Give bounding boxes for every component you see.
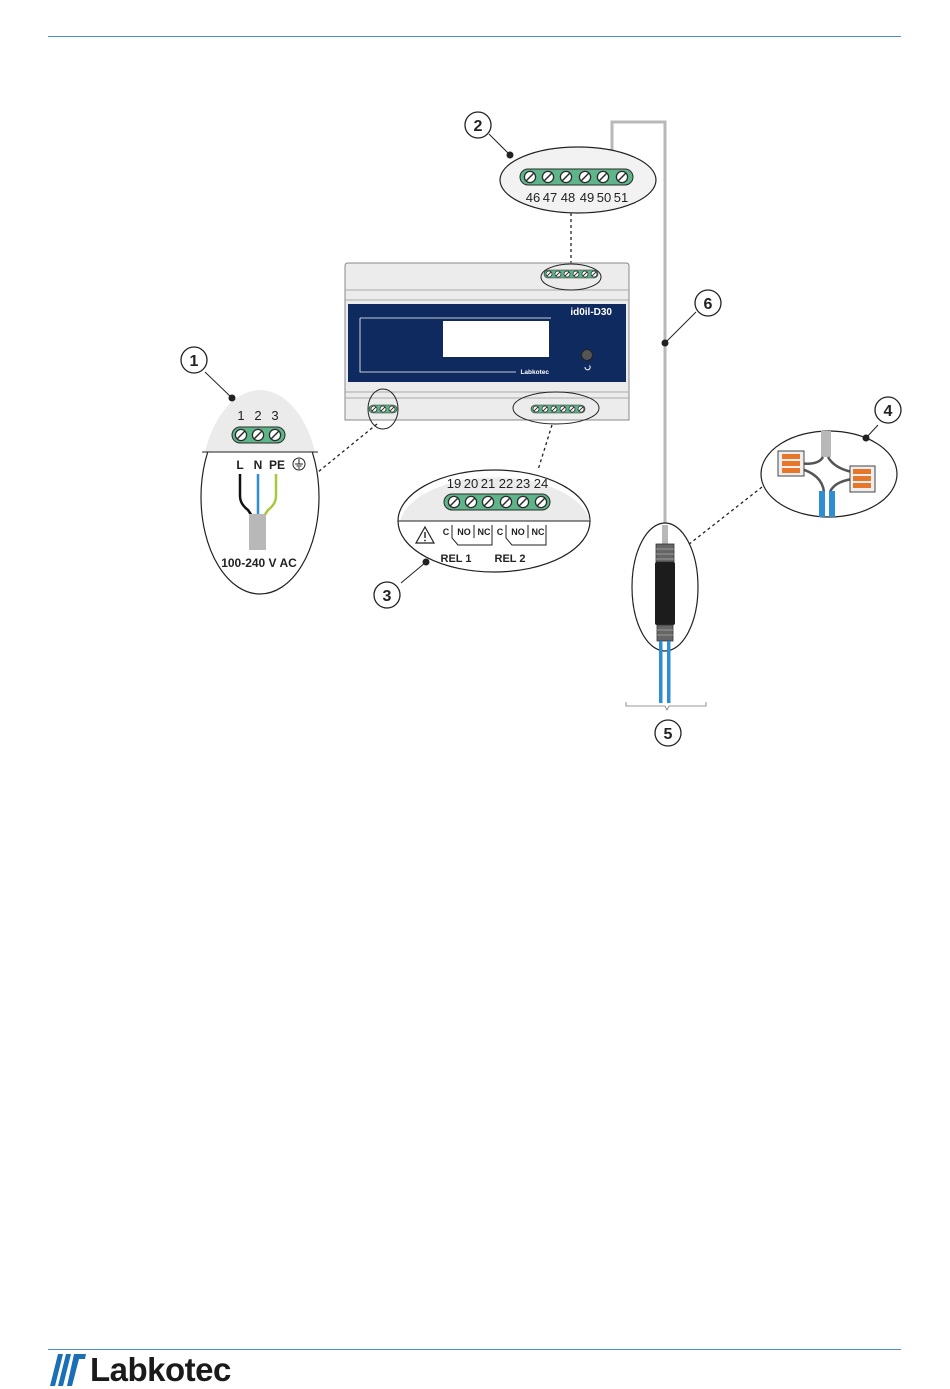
relay-terminal-number: 23 bbox=[516, 476, 530, 491]
relay-terminal-number: 20 bbox=[464, 476, 478, 491]
junction-connector-detail bbox=[688, 425, 897, 545]
power-terminal-number: 2 bbox=[254, 408, 261, 423]
sensor-terminal-number: 46 bbox=[526, 190, 540, 205]
callout-5-number: 5 bbox=[664, 726, 673, 743]
controller-device: id0il-D30 Labkotec bbox=[318, 263, 629, 472]
sensor-terminal-number: 51 bbox=[614, 190, 628, 205]
relay-terminal-number: 21 bbox=[481, 476, 495, 491]
sensor-terminal-number: 47 bbox=[543, 190, 557, 205]
relay-contact-label: NC bbox=[532, 527, 545, 537]
callout-2-number: 2 bbox=[474, 118, 483, 135]
callout-6: 6 bbox=[695, 290, 721, 316]
device-model-label: id0il-D30 bbox=[570, 307, 612, 318]
device-brand-label: Labkotec bbox=[520, 369, 549, 376]
sensor-terminal-detail: 46 47 48 49 50 51 bbox=[489, 134, 656, 265]
relay-terminal-number: 19 bbox=[447, 476, 461, 491]
footer-logo: Labkotec bbox=[50, 1352, 231, 1388]
callout-4: 4 bbox=[875, 397, 901, 423]
device-display bbox=[443, 321, 549, 357]
callout-2: 2 bbox=[465, 112, 491, 138]
relay-contact-label: NC bbox=[478, 527, 491, 537]
logo-text: Labkotec bbox=[90, 1351, 231, 1389]
relay-contact-label: C bbox=[497, 527, 504, 537]
sensor-terminal-number: 49 bbox=[580, 190, 594, 205]
callout-3: 3 bbox=[374, 582, 400, 608]
power-terminal-number: 3 bbox=[271, 408, 278, 423]
callout-4-number: 4 bbox=[884, 403, 893, 420]
relay-contact-label: C bbox=[443, 527, 450, 537]
callout-1: 1 bbox=[181, 347, 207, 373]
callout-6-number: 6 bbox=[704, 296, 713, 313]
relay-contact-label: NO bbox=[457, 527, 471, 537]
reset-button bbox=[582, 350, 593, 361]
relay-contact-label: NO bbox=[511, 527, 525, 537]
sensor-terminal-number: 48 bbox=[561, 190, 575, 205]
relay-terminal-detail: 19 20 21 22 23 24 C NO NC C NO NC REL 1 bbox=[398, 470, 590, 583]
sensor-terminal-number: 50 bbox=[597, 190, 611, 205]
callout-1-number: 1 bbox=[190, 353, 199, 370]
power-terminal-number: 1 bbox=[237, 408, 244, 423]
power-cable bbox=[249, 514, 266, 550]
wire-label-n: N bbox=[254, 458, 263, 472]
power-terminal-detail: 1 2 3 L N PE 100-240 V AC bbox=[201, 372, 319, 594]
relay-terminal-number: 22 bbox=[499, 476, 513, 491]
wire-label-l: L bbox=[236, 458, 243, 472]
wago-connector-right bbox=[850, 466, 875, 492]
relay-2-label: REL 2 bbox=[495, 553, 526, 565]
wire-label-pe: PE bbox=[269, 458, 285, 472]
relay-terminal-number: 24 bbox=[534, 476, 548, 491]
labkotec-logo-icon bbox=[50, 1354, 86, 1386]
ground-icon bbox=[293, 458, 305, 470]
callout-5: 5 bbox=[655, 720, 681, 746]
wago-connector-left bbox=[778, 451, 804, 476]
cable-gland-detail bbox=[626, 523, 706, 710]
relay-1-label: REL 1 bbox=[441, 553, 472, 565]
voltage-label: 100-240 V AC bbox=[221, 556, 297, 570]
callout-3-number: 3 bbox=[383, 588, 392, 605]
